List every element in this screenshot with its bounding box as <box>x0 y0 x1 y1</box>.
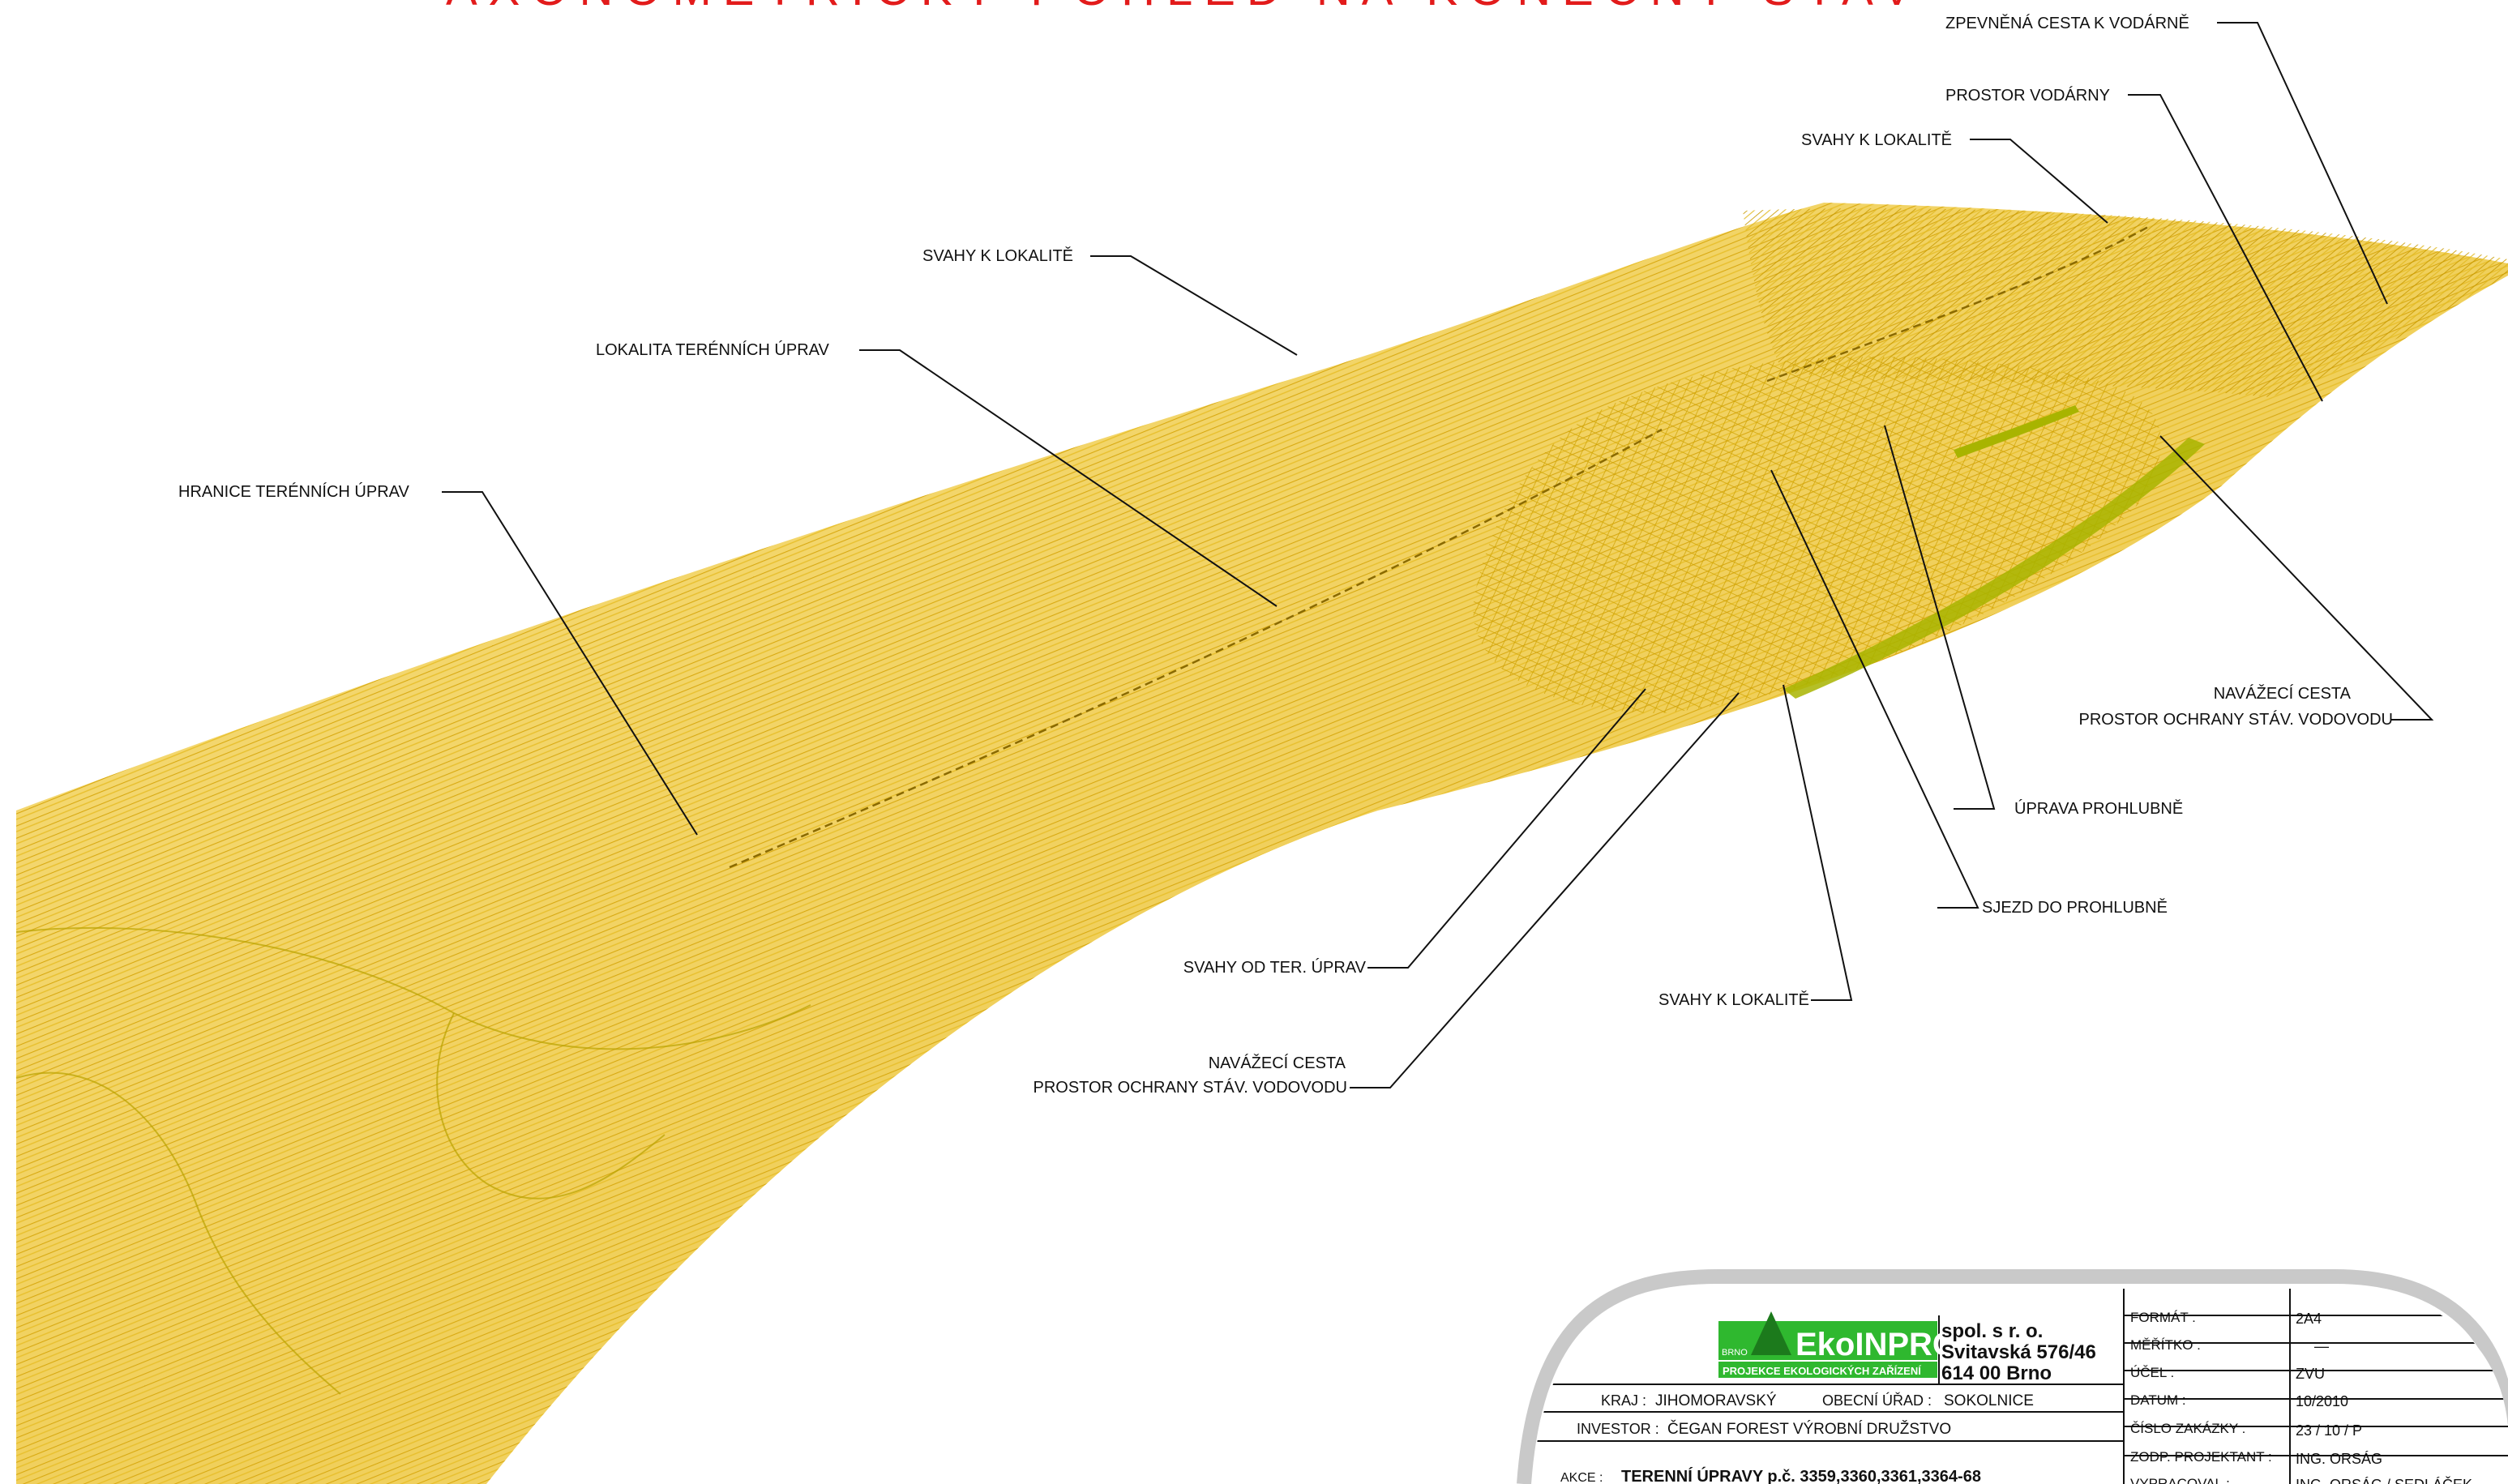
callout-ochrana-vodovodu-right: PROSTOR OCHRANY STÁV. VODOVODU <box>2079 710 2394 729</box>
meritko-label: MĚŘÍTKO : <box>2130 1337 2201 1353</box>
terrain-model <box>15 203 2508 1484</box>
callout-sjezd-do-prohlubne: SJEZD DO PROHLUBNĚ <box>1982 898 2168 917</box>
slope-strip <box>1954 405 2079 458</box>
tree-icon <box>1751 1311 1791 1355</box>
callout-uprava-prohlubne: ÚPRAVA PROHLUBNĚ <box>2014 799 2183 818</box>
datum-label: DATUM : <box>2130 1392 2186 1408</box>
zakazka-value: 23 / 10 / P <box>2296 1422 2362 1439</box>
vypracoval-label: VYPRACOVAL : <box>2130 1476 2230 1484</box>
boundary-line <box>729 428 1663 869</box>
callout-svahy-od-ter-uprav: SVAHY OD TER. ÚPRAV <box>1183 958 1367 977</box>
callout-ochrana-vodovodu-left: PROSTOR OCHRANY STÁV. VODOVODU <box>1034 1078 1348 1097</box>
format-label: FORMÁT : <box>2130 1310 2196 1325</box>
ucel-value: ZVU <box>2296 1366 2325 1382</box>
callout-zpevnena-cesta: ZPEVNĚNÁ CESTA K VODÁRNĚ <box>1945 14 2189 32</box>
format-value: 2A4 <box>2296 1311 2322 1327</box>
logo-city: BRNO <box>1722 1348 1748 1358</box>
title-block: EkoINPROS PROJEKCE EKOLOGICKÝCH ZAŘÍZENÍ… <box>1517 1269 2508 1484</box>
logo-text: EkoINPROS <box>1795 1327 1979 1362</box>
akce-label: AKCE : <box>1560 1471 1603 1484</box>
callout-prostor-vodarny: PROSTOR VODÁRNY <box>1945 86 2110 105</box>
logo-subtitle: PROJEKCE EKOLOGICKÝCH ZAŘÍZENÍ <box>1723 1365 1921 1377</box>
drawing-title: AXONOMETRICKÝ POHLED NA KONEČNÝ STAV <box>446 0 1924 15</box>
callout-hranice: HRANICE TERÉNNÍCH ÚPRAV <box>178 482 410 501</box>
kraj-label: KRAJ : <box>1601 1392 1646 1409</box>
company-logo: EkoINPROS PROJEKCE EKOLOGICKÝCH ZAŘÍZENÍ… <box>1718 1311 1979 1378</box>
contour-line <box>15 1071 341 1395</box>
contour-line <box>15 926 811 1050</box>
callout-lokalita: LOKALITA TERÉNNÍCH ÚPRAV <box>596 340 830 359</box>
projektant-label: ZODP. PROJEKTANT : <box>2130 1449 2272 1465</box>
projektant-value: ING. ORSÁG <box>2296 1451 2382 1467</box>
upper-slope-zone <box>1743 208 2508 397</box>
callout-svahy-k-lokalite-mid: SVAHY K LOKALITĚ <box>922 246 1073 265</box>
callout-navazeci-cesta-left: NAVÁŽECÍ CESTA <box>1209 1054 1346 1072</box>
ucel-label: ÚČEL : <box>2130 1365 2174 1380</box>
akce-value: TERENNÍ ÚPRAVY p.č. 3359,3360,3361,3364-… <box>1621 1466 1981 1484</box>
kraj-value: JIHOMORAVSKÝ <box>1655 1392 1777 1409</box>
company-city: 614 00 Brno <box>1941 1362 2052 1384</box>
callout-svahy-k-lokalite-lower: SVAHY K LOKALITĚ <box>1658 990 1809 1009</box>
title-block-frame <box>1517 1269 2508 1484</box>
callout-navazeci-cesta-right: NAVÁŽECÍ CESTA <box>2214 684 2352 703</box>
urad-value: SOKOLNICE <box>1944 1392 2034 1409</box>
zakazka-label: ČÍSLO ZAKÁZKY : <box>2130 1421 2245 1436</box>
callouts <box>442 22 2434 1088</box>
urad-label: OBECNÍ ÚŘAD : <box>1822 1392 1932 1409</box>
company-name: spol. s r. o. <box>1941 1320 2043 1342</box>
vypracoval-value: ING. ORSÁG / SEDLÁČEK <box>2296 1476 2472 1484</box>
title-block-rows: FORMÁT : 2A4 MĚŘÍTKO : — ÚČEL : ZVU DATU… <box>2130 1310 2472 1484</box>
callout-svahy-k-lokalite-upper: SVAHY K LOKALITĚ <box>1801 130 1952 149</box>
access-road <box>1783 438 2205 699</box>
contour-line <box>436 1012 666 1200</box>
investor-label: INVESTOR : <box>1577 1421 1659 1437</box>
investor-value: ČEGAN FOREST VÝROBNÍ DRUŽSTVO <box>1667 1420 1951 1438</box>
datum-value: 10/2010 <box>2296 1393 2348 1409</box>
company-street: Svitavská 576/46 <box>1941 1341 2096 1363</box>
callout-labels: ZPEVNĚNÁ CESTA K VODÁRNĚ PROSTOR VODÁRNY… <box>178 14 2393 1097</box>
meritko-value: — <box>2314 1338 2329 1354</box>
